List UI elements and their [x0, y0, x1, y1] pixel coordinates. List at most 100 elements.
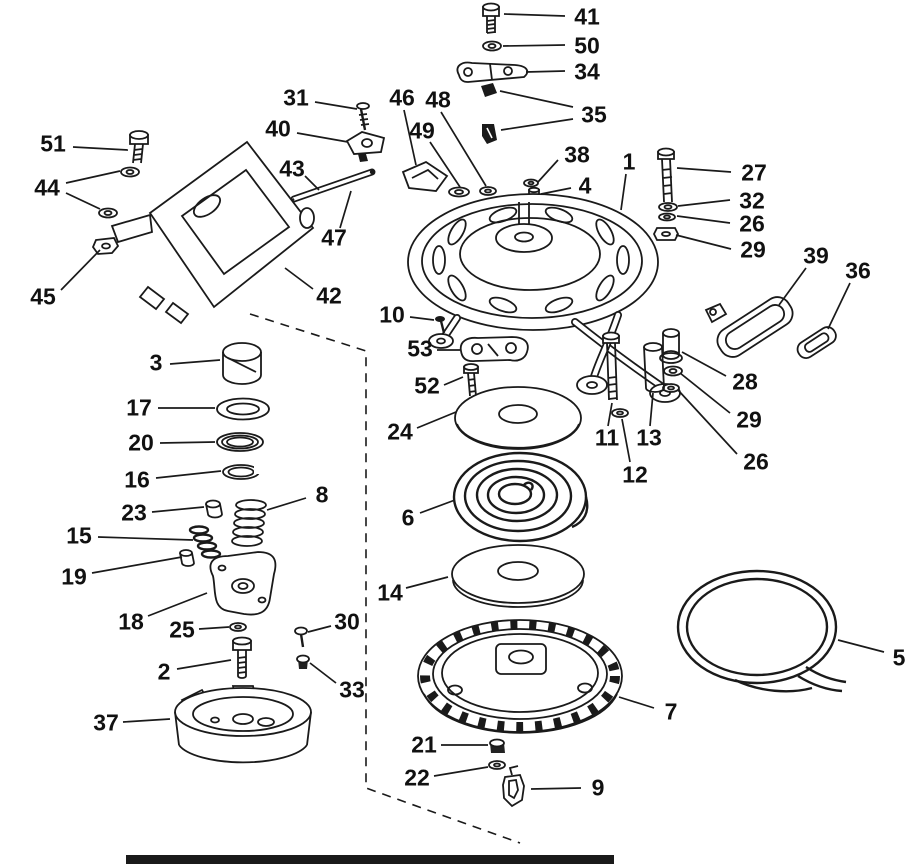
- leader-line-22: [433, 766, 489, 777]
- leader-line-7: [618, 696, 655, 709]
- leader-line-45: [60, 249, 101, 291]
- part-washer-26: [658, 212, 676, 222]
- part-nut-29: [652, 227, 680, 241]
- part-washer-49: [448, 186, 470, 198]
- leader-line-19: [91, 556, 183, 574]
- leader-line-49: [429, 141, 461, 188]
- leader-line-36: [827, 282, 851, 330]
- part-label-47: 47: [321, 224, 347, 251]
- leader-line-29: [679, 372, 731, 414]
- part-washer-48: [479, 186, 497, 196]
- part-label-26: 26: [739, 210, 765, 237]
- part-bolt-11: [602, 331, 620, 401]
- part-label-20: 20: [128, 429, 154, 456]
- leader-line-31: [314, 101, 358, 110]
- group-boundary-dashed-line: [249, 313, 521, 844]
- leader-line-11: [607, 402, 613, 427]
- leader-line-14: [405, 576, 449, 589]
- part-label-48: 48: [425, 86, 451, 113]
- part-washer-50: [482, 40, 502, 52]
- leader-line-33: [309, 662, 337, 684]
- part-label-14: 14: [377, 579, 403, 606]
- part-label-16: 16: [124, 466, 150, 493]
- leader-line-52: [443, 376, 464, 386]
- part-label-23: 23: [121, 499, 147, 526]
- part-label-2: 2: [157, 658, 171, 685]
- part-label-6: 6: [401, 504, 415, 531]
- part-friction-plate-24: [454, 386, 582, 450]
- part-label-50: 50: [574, 32, 600, 59]
- part-washer-25: [229, 622, 247, 632]
- part-label-22: 22: [404, 764, 430, 791]
- part-pawl-plate-18: [209, 551, 277, 616]
- leader-line-47: [339, 190, 352, 229]
- part-label-45: 45: [30, 283, 56, 310]
- leader-line-29: [675, 234, 732, 250]
- part-spacer-13: [643, 342, 665, 393]
- part-lever-34: [456, 61, 529, 83]
- part-ring-17: [216, 397, 270, 421]
- part-bolt-41: [482, 2, 500, 34]
- leader-line-9: [530, 787, 582, 790]
- part-ring-20: [216, 432, 264, 452]
- part-label-36: 36: [845, 257, 871, 284]
- part-label-53: 53: [407, 335, 433, 362]
- part-screw-31: [356, 102, 370, 131]
- leader-line-35: [499, 90, 574, 108]
- part-nut-45: [91, 237, 120, 255]
- part-label-34: 34: [574, 58, 600, 85]
- part-label-24: 24: [387, 418, 413, 445]
- part-label-12: 12: [622, 461, 648, 488]
- leader-lines: [60, 13, 885, 790]
- leader-line-23: [151, 506, 205, 513]
- part-label-21: 21: [411, 731, 437, 758]
- part-friction-plate-14: [451, 544, 585, 608]
- part-nut-33: [296, 654, 310, 669]
- part-bolt-52: [463, 363, 479, 397]
- part-handle-39: [716, 296, 794, 358]
- leader-line-34: [525, 70, 566, 73]
- part-label-29: 29: [740, 236, 766, 263]
- part-washer-44b: [98, 207, 118, 219]
- footer-bar: [126, 855, 614, 864]
- leader-line-40: [296, 132, 349, 143]
- part-label-29: 29: [736, 406, 762, 433]
- part-washer-44a: [120, 166, 140, 178]
- part-label-4: 4: [578, 172, 592, 199]
- part-label-44: 44: [34, 174, 60, 201]
- part-label-31: 31: [283, 84, 309, 111]
- leader-line-28: [681, 351, 727, 377]
- part-bushing-21: [489, 738, 505, 753]
- part-label-3: 3: [149, 349, 163, 376]
- part-pawl-spring-35: [482, 124, 497, 144]
- part-label-15: 15: [66, 522, 92, 549]
- leader-line-44: [65, 192, 101, 210]
- part-washer-38: [523, 178, 539, 188]
- part-washer-22: [488, 760, 506, 770]
- leader-line-43: [304, 175, 320, 191]
- part-retaining-ring-16: [222, 464, 263, 480]
- leader-line-37: [122, 718, 171, 723]
- leader-line-39: [778, 267, 807, 306]
- part-cup-37: [174, 685, 312, 764]
- part-label-49: 49: [409, 117, 435, 144]
- leader-line-44: [65, 170, 121, 184]
- leader-line-51: [72, 146, 129, 151]
- leader-line-38: [537, 159, 559, 183]
- leader-line-6: [419, 499, 456, 514]
- part-label-42: 42: [316, 282, 342, 309]
- part-label-32: 32: [739, 187, 765, 214]
- part-rope-guide-9: [502, 765, 525, 808]
- part-label-35: 35: [581, 101, 607, 128]
- leader-line-20: [159, 441, 216, 444]
- part-bracket-42: [110, 140, 315, 325]
- part-label-41: 41: [574, 3, 600, 30]
- part-label-46: 46: [389, 84, 415, 111]
- part-starter-rope-5: [676, 569, 847, 693]
- part-housing-legs: [428, 311, 681, 403]
- leader-line-4: [540, 187, 572, 195]
- part-washer-12: [611, 408, 629, 418]
- leader-line-2: [176, 659, 232, 670]
- part-bolt-2: [232, 636, 252, 679]
